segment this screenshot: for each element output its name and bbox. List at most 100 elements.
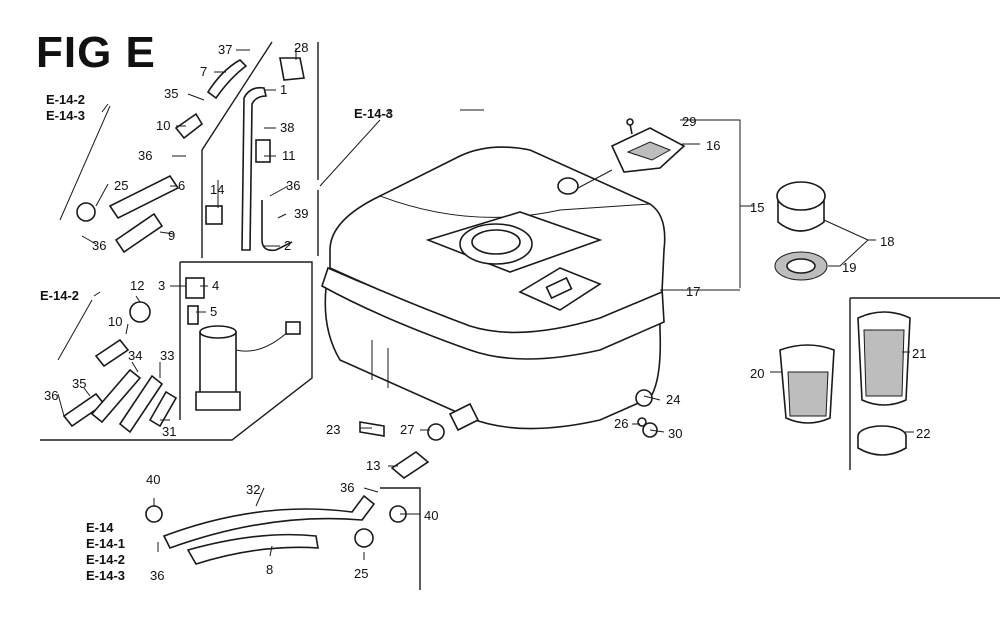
callout-20: 20 — [750, 366, 764, 381]
leader-e142-mid — [57, 291, 101, 361]
float-arm — [577, 169, 613, 189]
leader-e143-center — [319, 109, 391, 187]
callout-36f: 36 — [150, 568, 164, 583]
callout-2: 2 — [284, 238, 291, 253]
ref-bottom-1: E-14 — [86, 520, 114, 535]
pump-assembly — [62, 277, 301, 434]
fuel-gauge-assembly — [557, 118, 686, 195]
pump-wire — [235, 329, 291, 352]
strainer-group — [779, 311, 911, 456]
ref-bottom-3: E-14-2 — [86, 552, 125, 567]
callout-21: 21 — [912, 346, 926, 361]
fuel-pump-base — [195, 391, 241, 411]
float-ball — [557, 177, 579, 195]
callout-37: 37 — [218, 42, 232, 57]
tube-9 — [114, 212, 164, 254]
fuel-cap-assembly — [774, 181, 828, 281]
fuel-cock-10a — [174, 112, 204, 140]
callout-36e: 36 — [340, 480, 354, 495]
callout-labels: 37 7 35 10 36 6 25 9 36 14 28 1 38 11 36… — [44, 40, 930, 583]
callout-28: 28 — [294, 40, 308, 55]
clamp-25a — [76, 202, 96, 222]
tank-gauge-window — [545, 276, 573, 300]
figure-title: FIG E — [36, 28, 156, 77]
callout-22: 22 — [916, 426, 930, 441]
hose-7 — [206, 59, 248, 100]
washer-26 — [637, 417, 647, 427]
callout-34: 34 — [128, 348, 142, 363]
strainer-22-band — [857, 436, 907, 456]
hose-6 — [108, 174, 180, 220]
strainer-21-mesh — [863, 329, 905, 397]
leader-lines — [57, 48, 914, 560]
washer-24 — [635, 389, 653, 407]
callout-5: 5 — [210, 304, 217, 319]
callout-23: 23 — [326, 422, 340, 437]
frame-pump-panel — [40, 261, 313, 441]
callout-6: 6 — [178, 178, 185, 193]
callout-38: 38 — [280, 120, 294, 135]
clamp-25b — [354, 528, 374, 548]
fuel-cap-top — [776, 181, 826, 211]
gasket-27 — [427, 423, 445, 441]
callout-19: 19 — [842, 260, 856, 275]
fuel-pump-body — [199, 331, 237, 399]
fuel-cock-10b — [94, 338, 130, 368]
callout-25a: 25 — [114, 178, 128, 193]
fuel-pump-top — [199, 325, 237, 339]
callout-1: 1 — [280, 82, 287, 97]
callout-29: 29 — [682, 114, 696, 129]
callout-32: 32 — [246, 482, 260, 497]
callout-36d: 36 — [44, 388, 58, 403]
cap-gasket-inner — [786, 258, 816, 274]
bolt-23 — [359, 421, 385, 437]
ref-top-left-1: E-14-2 — [46, 92, 85, 107]
callout-16: 16 — [706, 138, 720, 153]
callout-11: 11 — [282, 148, 296, 163]
ref-mid-left: E-14-2 — [40, 288, 79, 303]
clip-14 — [205, 205, 223, 225]
callout-10b: 10 — [108, 314, 122, 329]
ref-top-center: E-14-3 — [354, 106, 393, 121]
callout-25b: 25 — [354, 566, 368, 581]
callout-15: 15 — [750, 200, 764, 215]
fuel-joint-13 — [390, 451, 430, 479]
callout-24: 24 — [666, 392, 680, 407]
hose-31 — [148, 390, 178, 428]
hose-32 — [162, 494, 376, 549]
callout-35b: 35 — [72, 376, 86, 391]
upper-left-parts — [76, 57, 305, 254]
fuel-gauge-dial — [626, 141, 672, 161]
frame-line-upper — [201, 41, 273, 258]
pump-connector — [285, 321, 301, 335]
callout-31: 31 — [162, 424, 176, 439]
callout-9: 9 — [168, 228, 175, 243]
callout-36b: 36 — [92, 238, 106, 253]
gauge-screw-head — [626, 118, 634, 126]
fuel-tank — [321, 146, 666, 432]
hose-34 — [90, 368, 142, 424]
callout-14: 14 — [210, 182, 224, 197]
leader-e142-top — [59, 103, 111, 221]
callout-7: 7 — [200, 64, 207, 79]
fitting-12 — [129, 301, 151, 323]
callout-36a: 36 — [138, 148, 152, 163]
callout-12: 12 — [130, 278, 144, 293]
callout-17: 17 — [686, 284, 700, 299]
bottom-parts — [145, 389, 658, 565]
tank-outlet-fitting — [448, 402, 480, 432]
callout-35: 35 — [164, 86, 178, 101]
panel-frames — [40, 41, 1000, 590]
callout-8: 8 — [266, 562, 273, 577]
callout-18: 18 — [880, 234, 894, 249]
fuel-filter-11 — [255, 139, 271, 163]
callout-40a: 40 — [146, 472, 160, 487]
hose-33 — [118, 374, 164, 434]
clip-28 — [279, 57, 305, 81]
reference-labels: E-14-2 E-14-3 E-14-3 E-14-2 E-14 E-14-1 … — [40, 92, 393, 583]
seal-5 — [187, 305, 199, 325]
ref-bottom-4: E-14-3 — [86, 568, 125, 583]
callout-3: 3 — [158, 278, 165, 293]
